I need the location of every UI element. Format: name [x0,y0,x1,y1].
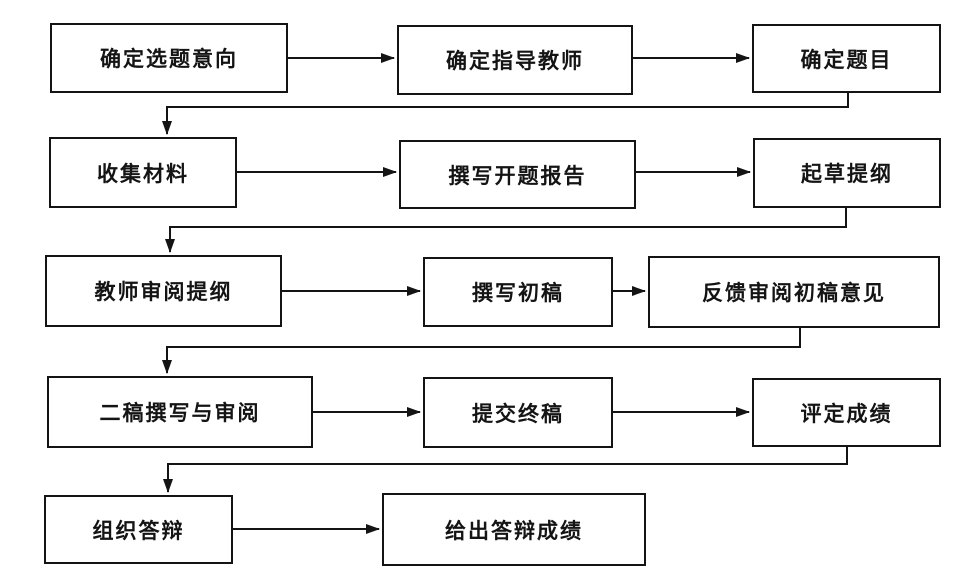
step-first-draft: 撰写初稿 [423,257,613,327]
step-defense-score: 给出答辩成绩 [382,493,646,566]
step-topic-intent: 确定选题意向 [50,23,288,93]
step-second-draft-review: 二稿撰写与审阅 [47,376,313,448]
step-proposal-report: 撰写开题报告 [399,140,636,209]
step-feedback-first-draft: 反馈审阅初稿意见 [648,256,940,328]
step-submit-final: 提交终稿 [423,377,613,448]
step-advisor: 确定指导教师 [397,25,633,95]
step-title: 确定题目 [752,24,941,93]
step-teacher-review-outline: 教师审阅提纲 [45,255,282,327]
step-collect-materials: 收集材料 [49,137,237,208]
step-grade: 评定成绩 [752,378,941,447]
step-draft-outline: 起草提纲 [753,138,941,208]
step-organize-defense: 组织答辩 [44,495,233,564]
